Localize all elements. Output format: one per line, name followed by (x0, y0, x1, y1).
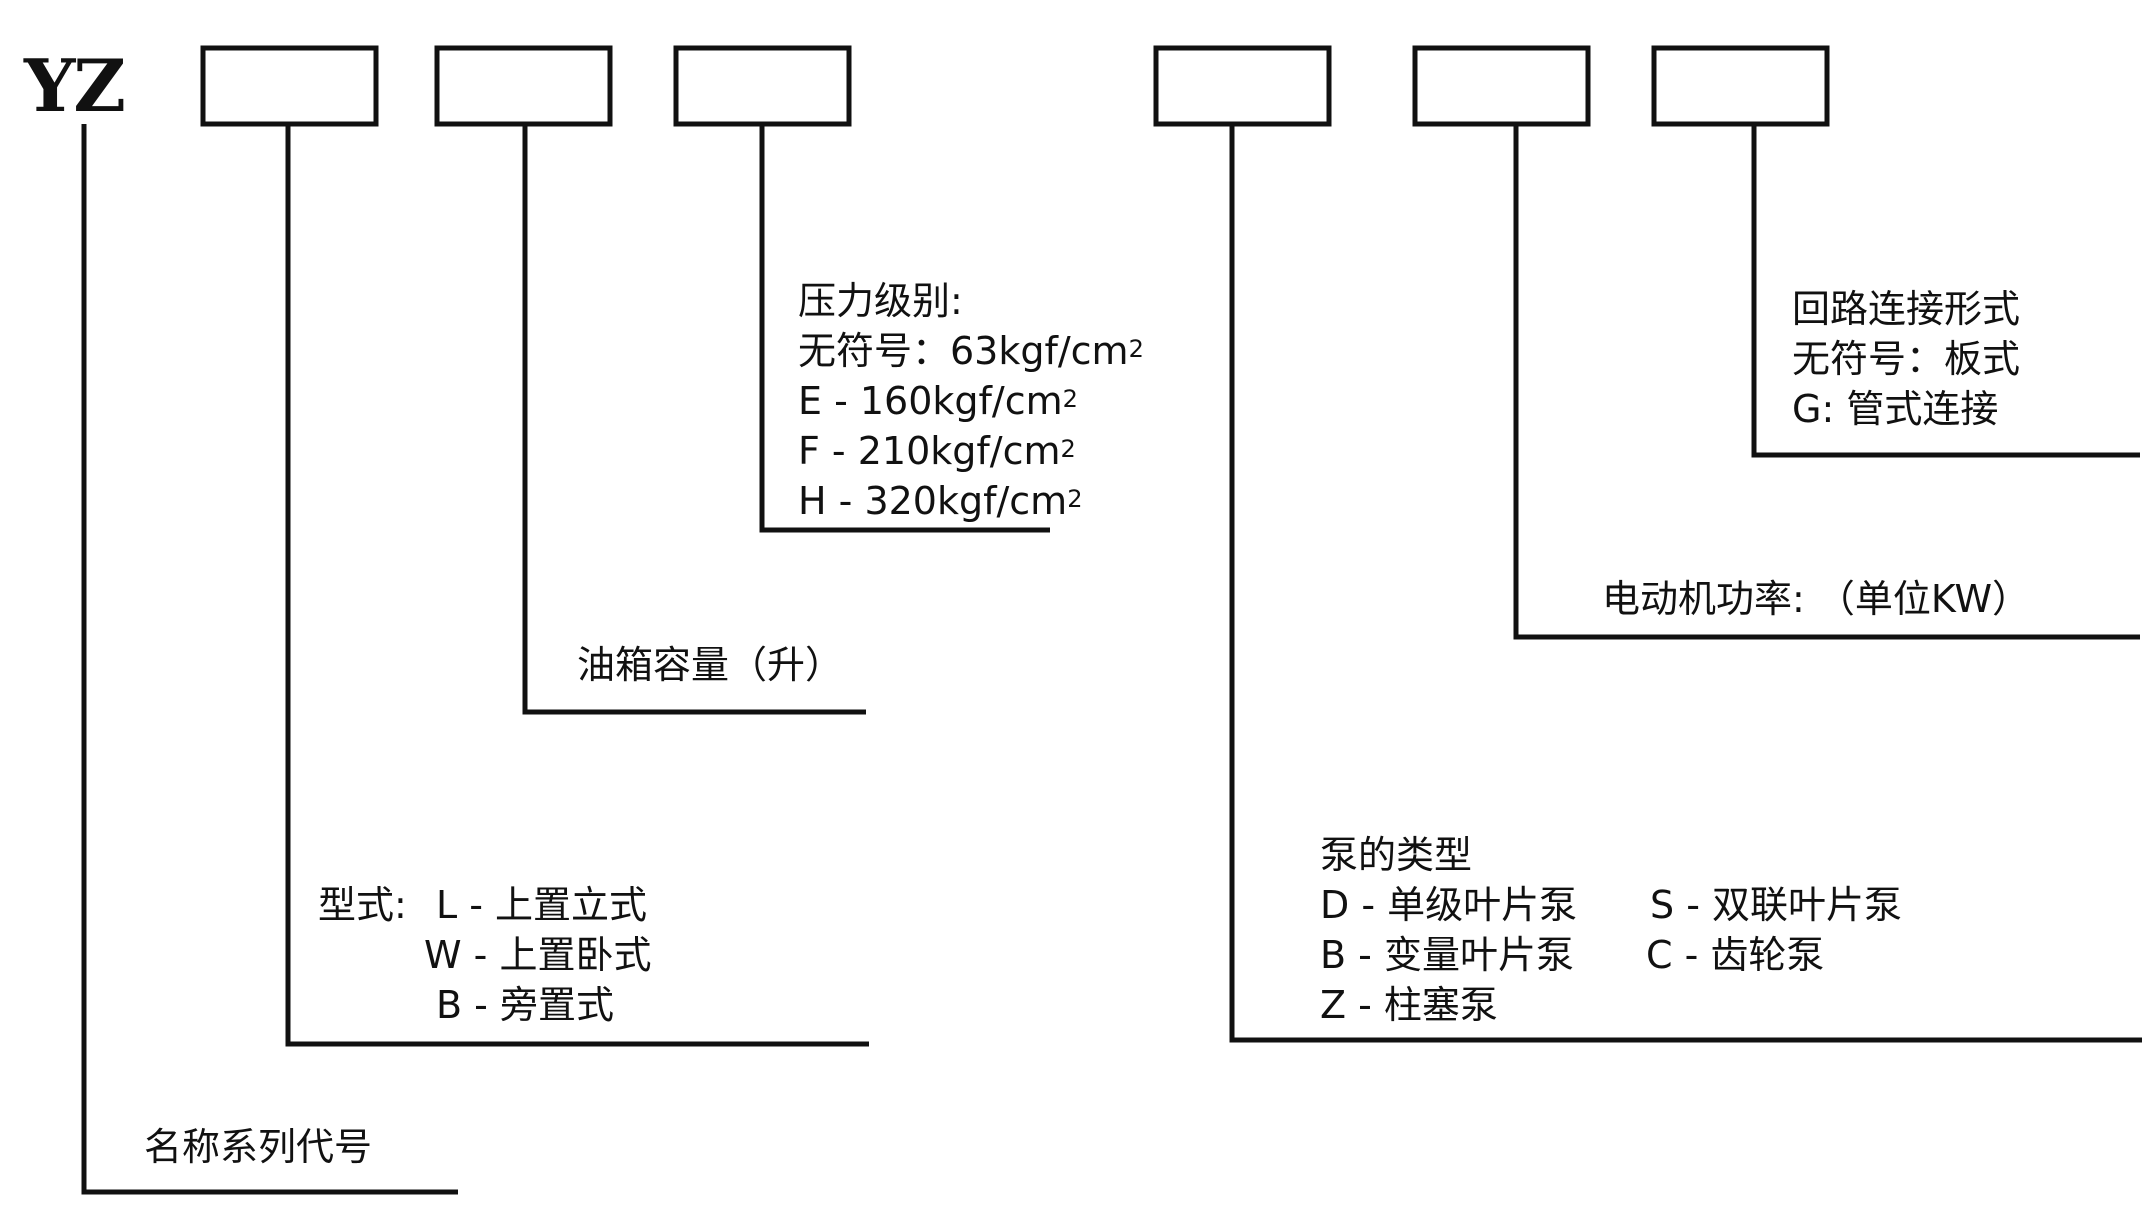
leader-pressure (759, 124, 1050, 533)
type-option: L - 上置立式 (436, 883, 648, 927)
type-label: 型式: L - 上置立式 W - 上置卧式 B - 旁置式 (318, 880, 651, 1030)
tank-capacity-label: 油箱容量（升） (577, 640, 843, 690)
pump-option: D - 单级叶片泵 (1320, 883, 1578, 927)
pressure-title: 压力级别: (798, 279, 963, 323)
code-box-6 (1651, 45, 1830, 127)
code-box-3 (673, 45, 852, 127)
pump-type-title: 泵的类型 (1320, 833, 1473, 877)
leader-pump-type (1229, 124, 2142, 1043)
pressure-option: E - 160kgf/cm (798, 379, 1063, 423)
code-box-5 (1412, 45, 1591, 127)
superscript: 2 (1128, 335, 1144, 363)
leader-tank-capacity (522, 124, 866, 715)
pressure-option: H - 320kgf/cm (798, 479, 1068, 523)
motor-power-text: 电动机功率: （单位KW） (1602, 577, 2031, 621)
code-box-2 (434, 45, 613, 127)
pressure-option: F - 210kgf/cm (798, 429, 1061, 473)
pressure-option: 无符号：63kgf/cm (798, 329, 1129, 373)
pump-option: S - 双联叶片泵 (1650, 883, 1902, 927)
connection-option: G: 管式连接 (1792, 387, 1999, 431)
superscript: 2 (1067, 485, 1083, 513)
connection-label: 回路连接形式 无符号：板式 G: 管式连接 (1792, 284, 2020, 434)
connection-option: 无符号：板式 (1792, 337, 2021, 381)
superscript: 2 (1060, 435, 1076, 463)
leader-type (285, 124, 869, 1047)
pump-option: B - 变量叶片泵 (1320, 933, 1574, 977)
series-code-label: 名称系列代号 (144, 1122, 372, 1172)
code-box-1 (200, 45, 379, 127)
series-prefix: YZ (24, 43, 126, 128)
series-code-text: 名称系列代号 (144, 1125, 373, 1169)
leader-motor-power (1513, 124, 2140, 640)
connection-title: 回路连接形式 (1792, 287, 2021, 331)
pump-option: Z - 柱塞泵 (1320, 983, 1498, 1027)
type-option: B - 旁置式 (436, 983, 614, 1027)
pump-type-label: 泵的类型 D - 单级叶片泵 S - 双联叶片泵 B - 变量叶片泵 C - 齿轮泵… (1320, 830, 1902, 1030)
code-box-4 (1153, 45, 1332, 127)
tank-capacity-text: 油箱容量（升） (577, 643, 844, 687)
superscript: 2 (1062, 385, 1078, 413)
leader-connection (1751, 124, 2140, 458)
leader-series-code (81, 124, 458, 1195)
type-title: 型式: (318, 883, 407, 927)
pump-option: C - 齿轮泵 (1646, 933, 1825, 977)
pressure-label: 压力级别: 无符号：63kgf/cm2 E - 160kgf/cm2 F - 2… (798, 276, 1144, 526)
motor-power-label: 电动机功率: （单位KW） (1602, 574, 2030, 624)
type-option: W - 上置卧式 (424, 933, 652, 977)
